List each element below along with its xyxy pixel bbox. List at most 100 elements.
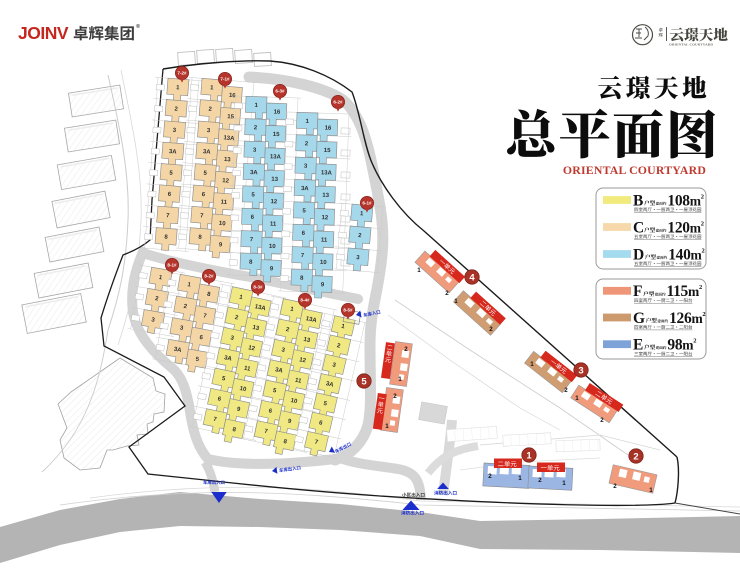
svg-text:2: 2 — [336, 343, 341, 350]
svg-text:12: 12 — [321, 215, 329, 221]
svg-text:7-2#: 7-2# — [177, 71, 187, 76]
svg-text:6: 6 — [167, 192, 171, 198]
svg-text:3: 3 — [151, 317, 156, 324]
svg-text:1: 1 — [305, 119, 309, 125]
svg-text:G: G — [633, 310, 645, 327]
svg-text:9: 9 — [321, 282, 325, 288]
svg-text:13: 13 — [252, 325, 260, 332]
svg-text:3A: 3A — [203, 149, 212, 156]
svg-text:1: 1 — [398, 376, 402, 383]
svg-text:3: 3 — [304, 164, 308, 170]
svg-text:7: 7 — [203, 313, 208, 320]
svg-text:2: 2 — [538, 477, 542, 484]
svg-text:1: 1 — [562, 480, 566, 487]
svg-text:13: 13 — [303, 337, 311, 344]
svg-text:1: 1 — [385, 423, 389, 430]
svg-text:F: F — [633, 283, 642, 300]
svg-text:1: 1 — [176, 85, 180, 91]
svg-text:3: 3 — [179, 325, 184, 332]
svg-text:5: 5 — [272, 388, 277, 395]
svg-text:2: 2 — [489, 326, 493, 333]
svg-text:98m2: 98m2 — [667, 337, 696, 354]
svg-text:13A: 13A — [305, 316, 318, 324]
svg-text:2: 2 — [254, 125, 258, 131]
svg-text:2: 2 — [208, 107, 212, 113]
svg-text:8: 8 — [249, 260, 253, 266]
svg-text:10: 10 — [239, 386, 247, 393]
svg-text:B: B — [633, 192, 643, 209]
svg-text:1: 1 — [530, 361, 534, 368]
svg-text:8-4#: 8-4# — [300, 298, 310, 303]
svg-text:3: 3 — [253, 148, 257, 154]
svg-text:1: 1 — [341, 324, 346, 331]
svg-text:12: 12 — [248, 345, 256, 352]
svg-text:9: 9 — [219, 242, 223, 248]
svg-text:2: 2 — [154, 296, 159, 303]
svg-text:5: 5 — [251, 192, 255, 198]
svg-text:12: 12 — [270, 199, 278, 205]
svg-text:16: 16 — [274, 110, 282, 116]
svg-text:3A: 3A — [301, 186, 310, 192]
svg-text:115m2: 115m2 — [667, 283, 702, 300]
svg-text:5: 5 — [203, 171, 207, 177]
svg-text:C: C — [633, 219, 644, 236]
svg-text:3: 3 — [356, 255, 361, 261]
svg-text:7: 7 — [314, 440, 319, 447]
svg-text:2: 2 — [305, 141, 309, 147]
svg-text:1: 1 — [158, 275, 163, 282]
svg-text:2: 2 — [564, 387, 568, 394]
svg-text:11: 11 — [220, 200, 227, 207]
svg-text:6: 6 — [268, 408, 273, 415]
svg-text:13: 13 — [224, 157, 232, 164]
svg-text:7: 7 — [213, 417, 218, 424]
svg-text:3: 3 — [230, 335, 235, 342]
svg-text:1: 1 — [526, 450, 532, 461]
svg-text:2: 2 — [183, 304, 188, 311]
svg-text:2: 2 — [174, 106, 178, 112]
svg-text:8: 8 — [198, 235, 202, 241]
svg-text:3: 3 — [281, 347, 286, 354]
svg-text:11: 11 — [270, 221, 277, 227]
svg-text:8: 8 — [232, 427, 237, 434]
svg-text:6-2#: 6-2# — [333, 100, 343, 105]
svg-text:8-1#: 8-1# — [167, 263, 177, 268]
svg-text:5: 5 — [221, 376, 226, 383]
svg-text:2: 2 — [488, 473, 492, 480]
svg-text:3A: 3A — [274, 367, 283, 375]
svg-text:JOINV: JOINV — [18, 23, 69, 43]
svg-text:8: 8 — [300, 276, 304, 282]
svg-text:2: 2 — [633, 451, 638, 462]
svg-text:3A: 3A — [173, 347, 182, 354]
svg-text:3: 3 — [173, 128, 177, 134]
svg-text:2: 2 — [613, 483, 617, 490]
svg-text:8: 8 — [207, 292, 212, 299]
svg-text:3: 3 — [578, 365, 583, 376]
svg-text:1: 1 — [649, 487, 653, 494]
svg-text:5: 5 — [323, 401, 328, 408]
svg-text:13: 13 — [271, 177, 279, 183]
svg-text:6: 6 — [202, 192, 206, 198]
svg-text:7: 7 — [301, 253, 305, 259]
svg-text:8-2#: 8-2# — [204, 274, 214, 279]
svg-text:6-1#: 6-1# — [362, 201, 372, 206]
svg-text:1: 1 — [417, 267, 421, 274]
svg-text:6: 6 — [318, 420, 323, 427]
svg-text:2: 2 — [285, 327, 290, 334]
svg-text:16: 16 — [229, 93, 237, 100]
svg-text:10: 10 — [320, 260, 328, 266]
svg-text:1: 1 — [360, 211, 365, 217]
svg-text:126m2: 126m2 — [669, 310, 705, 327]
svg-text:12: 12 — [222, 178, 230, 185]
svg-text:5: 5 — [361, 376, 367, 387]
svg-text:6-3#: 6-3# — [275, 89, 285, 94]
svg-text:3: 3 — [332, 362, 337, 369]
svg-text:3A: 3A — [223, 355, 232, 363]
svg-text:13A: 13A — [223, 135, 235, 142]
svg-text:2: 2 — [445, 290, 449, 297]
svg-text:2: 2 — [600, 417, 604, 424]
svg-text:1: 1 — [239, 295, 244, 302]
svg-text:8: 8 — [283, 439, 288, 446]
svg-text:D: D — [633, 246, 644, 263]
svg-text:10: 10 — [269, 244, 277, 250]
svg-text:120m2: 120m2 — [667, 219, 703, 236]
